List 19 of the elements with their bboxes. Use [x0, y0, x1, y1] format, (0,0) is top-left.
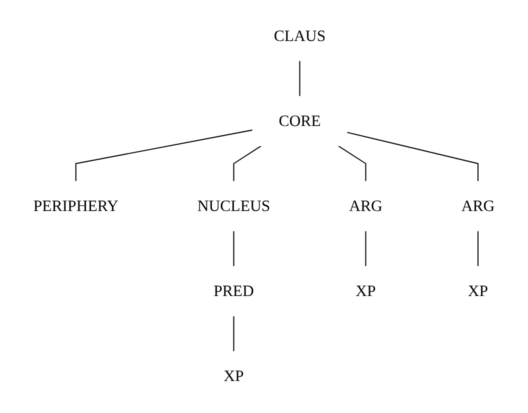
- connector: [299, 61, 300, 96]
- node-text: CLAUS: [274, 27, 326, 45]
- node-text: XP: [468, 282, 488, 300]
- connector: [75, 130, 252, 182]
- connector: [365, 231, 366, 267]
- node-text: PERIPHERY: [33, 197, 118, 215]
- connector: [233, 316, 234, 352]
- connector: [346, 132, 479, 182]
- node-text: NUCLEUS: [197, 197, 270, 215]
- connector: [233, 231, 234, 267]
- node-text: ARG: [461, 197, 495, 215]
- connector: [338, 146, 366, 182]
- node-text: ARG: [349, 197, 382, 215]
- connector: [233, 146, 262, 182]
- connector: [477, 231, 479, 267]
- node-text: CORE: [278, 112, 321, 130]
- node-text: XP: [356, 282, 376, 300]
- node-text: XP: [224, 367, 244, 385]
- node-text: PRED: [214, 282, 254, 300]
